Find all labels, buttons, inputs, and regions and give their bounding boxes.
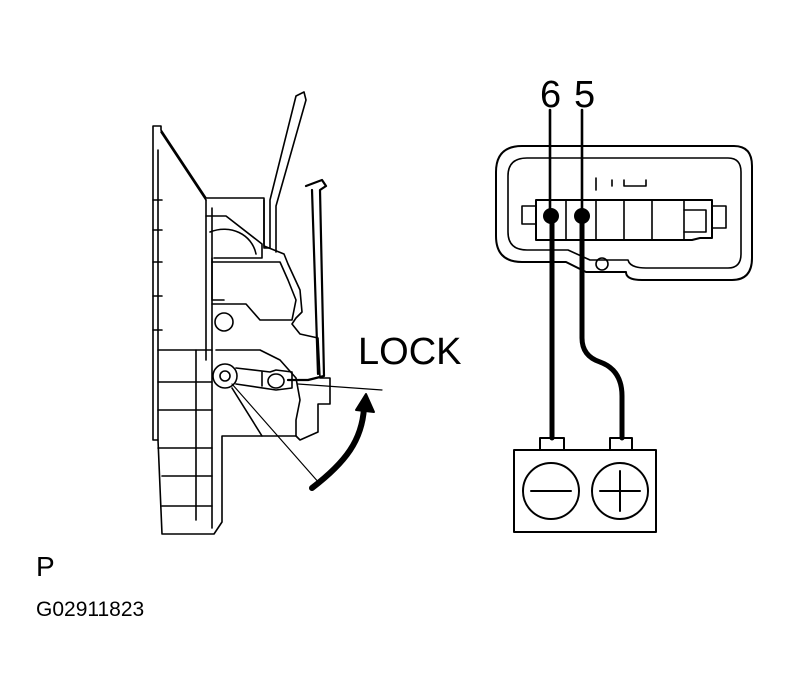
battery	[513, 437, 657, 533]
lock-direction-arrow	[309, 393, 375, 491]
pin-5-probe	[574, 208, 590, 224]
pin-6-label: 6	[540, 74, 562, 116]
figure-code: G02911823	[36, 598, 145, 621]
view-label: P	[36, 551, 55, 582]
lock-rod	[286, 178, 328, 382]
negative-terminal-symbol	[522, 462, 580, 520]
lock-label: LOCK	[358, 331, 462, 373]
lock-lever-pivot	[212, 363, 293, 391]
lever-reference-line	[231, 383, 321, 485]
pin-6-probe	[543, 208, 559, 224]
actuator-connector	[495, 145, 753, 281]
wire-pin-6	[548, 108, 555, 441]
pin-5-label: 5	[574, 74, 596, 116]
door-lock-assembly	[152, 91, 331, 535]
wire-pin-5	[579, 108, 625, 441]
positive-terminal-symbol	[591, 462, 649, 520]
lock-reference-line	[297, 383, 383, 391]
